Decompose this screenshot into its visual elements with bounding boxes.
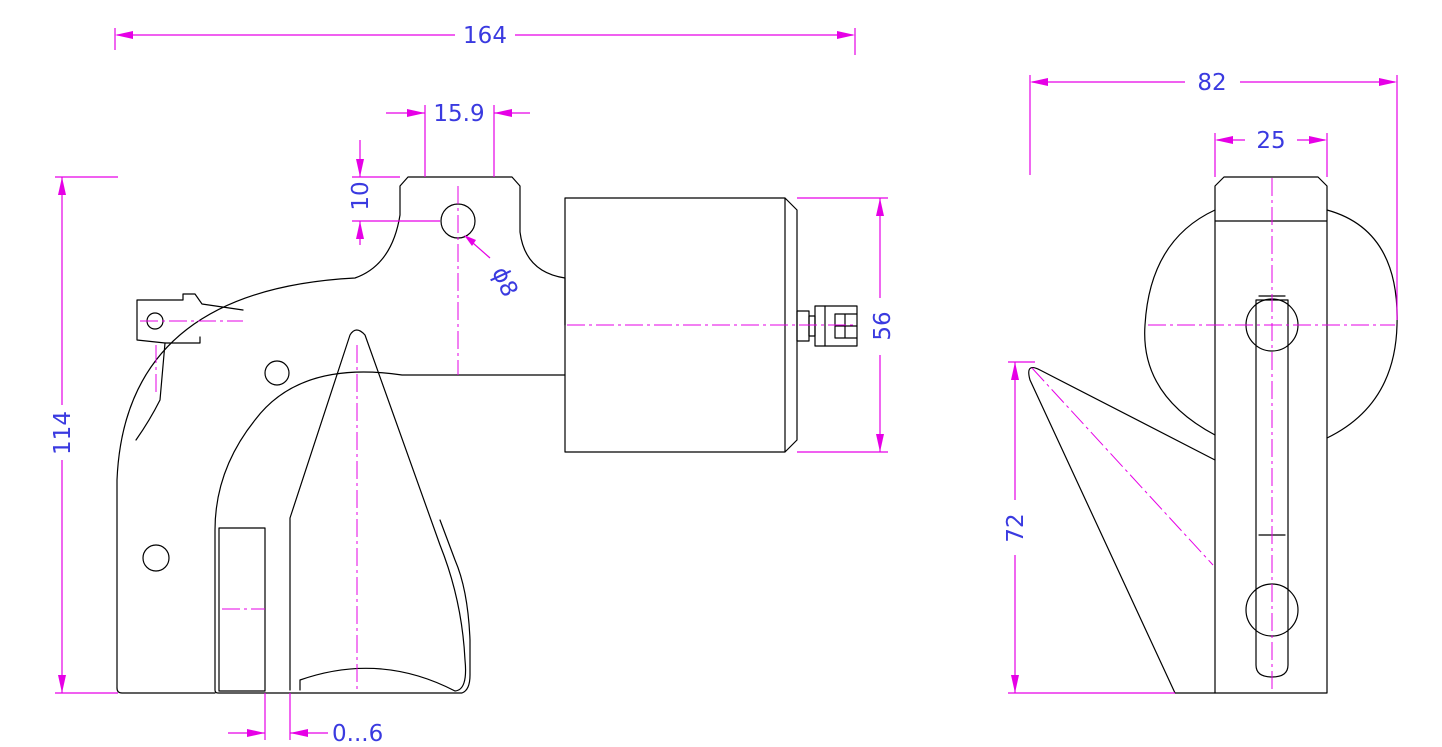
dim-15-9-label: 15.9	[433, 101, 484, 127]
dimension-114: 114	[50, 176, 118, 694]
dim-gap-label: 0...6	[332, 721, 383, 747]
front-body-outline	[116, 176, 566, 694]
dimension-72: 72	[1003, 361, 1175, 694]
side-view	[1028, 176, 1398, 694]
side-blade	[1028, 367, 1216, 694]
dimension-56: 56	[797, 197, 896, 453]
dim-82-label: 82	[1197, 70, 1226, 96]
dimension-164: 164	[114, 23, 856, 55]
dim-10-label: 10	[348, 181, 374, 210]
dimension-82: 82	[1029, 70, 1398, 320]
dim-56-label: 56	[870, 311, 896, 340]
dimension-10: 10	[348, 140, 440, 245]
dimension-hole-diameter: ϕ8	[464, 235, 522, 301]
dim-hole-label: ϕ8	[486, 263, 522, 301]
side-wheel	[1144, 209, 1398, 439]
cylinder-connector	[796, 305, 858, 347]
side-centerlines	[1031, 178, 1395, 690]
front-left-lug	[135, 293, 244, 441]
dimension-15-9: 15.9	[386, 101, 530, 177]
front-centerlines	[140, 186, 855, 690]
body-hole-left	[142, 544, 170, 572]
dim-164-label: 164	[463, 23, 507, 49]
side-bar	[1214, 176, 1328, 694]
dim-72-label: 72	[1003, 513, 1029, 542]
dim-114-label: 114	[50, 411, 76, 455]
dimension-gap: 0...6	[228, 693, 383, 747]
body-hole-right	[264, 360, 290, 386]
dimension-25: 25	[1214, 128, 1328, 177]
front-view	[116, 176, 858, 694]
dim-25-label: 25	[1256, 128, 1285, 154]
front-blade	[289, 329, 467, 692]
